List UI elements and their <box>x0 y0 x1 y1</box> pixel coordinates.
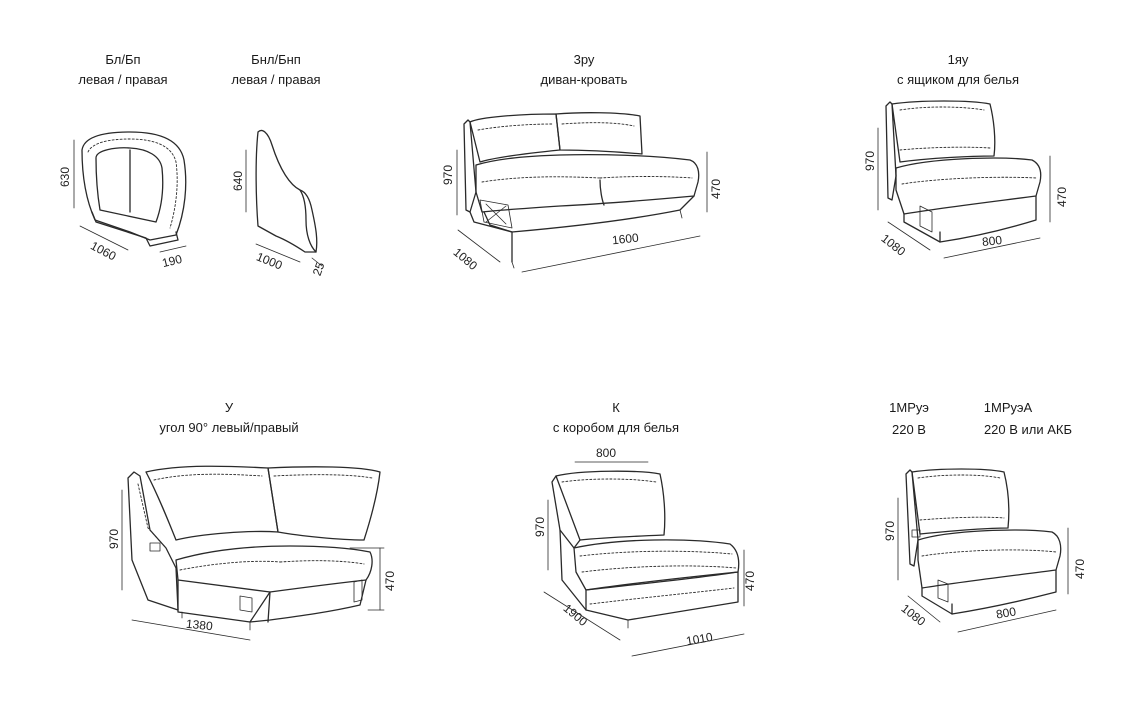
item-desc-k: с коробом для белья <box>552 420 680 435</box>
corner-sofa-drawing <box>121 465 385 641</box>
item-code-u: У <box>224 400 234 415</box>
dim-height-1yau: 970 <box>863 150 878 172</box>
item-code-bl-bp: Бл/Бп <box>105 52 141 67</box>
dim-height-3ru: 970 <box>441 164 456 186</box>
dim-width-top-k: 800 <box>596 446 617 460</box>
item-code-bnl-bnp: Бнл/Бнп <box>251 52 301 67</box>
dim-seat-1mrue: 470 <box>1073 558 1088 580</box>
item-code-1mrue: 1МРуэ <box>889 400 929 415</box>
dim-seat-k: 470 <box>743 570 758 592</box>
item-desc-1mruea: 220 В или АКБ <box>983 422 1073 437</box>
item-desc-u: угол 90° левый/правый <box>159 420 299 435</box>
item-code-k: К <box>612 400 620 415</box>
dim-seat-3ru: 470 <box>709 178 724 200</box>
dim-height-u: 970 <box>107 528 122 550</box>
dim-height-bl: 630 <box>58 166 73 188</box>
item-desc-3ru: диван-кровать <box>540 72 628 87</box>
dim-width-u: 1380 <box>185 616 214 634</box>
item-desc-bnl-bnp: левая / правая <box>231 72 321 87</box>
armrest-drawing <box>73 131 187 253</box>
item-code-1yau: 1яу <box>947 52 969 67</box>
dim-seat-u: 470 <box>383 570 398 592</box>
item-desc-bl-bp: левая / правая <box>78 72 168 87</box>
dim-height-1mrue: 970 <box>883 520 898 542</box>
item-desc-1yau: с ящиком для белья <box>896 72 1020 87</box>
dim-width-1yau: 800 <box>981 232 1003 250</box>
dim-height-bnl: 640 <box>231 170 246 192</box>
side-panel-drawing <box>245 129 323 267</box>
dim-width-3ru: 1600 <box>611 230 640 248</box>
chair-drawer-drawing <box>877 100 1051 259</box>
item-code-1mruea: 1МРуэА <box>983 400 1033 415</box>
recliner-drawing <box>897 468 1069 633</box>
dim-height-k: 970 <box>533 516 548 538</box>
chaise-box-drawing <box>543 461 745 657</box>
item-code-3ru: 3ру <box>573 52 595 67</box>
item-desc-1mrue: 220 В <box>892 422 926 437</box>
sofa-bed-drawing <box>456 112 708 273</box>
dim-seat-1yau: 470 <box>1055 186 1070 208</box>
